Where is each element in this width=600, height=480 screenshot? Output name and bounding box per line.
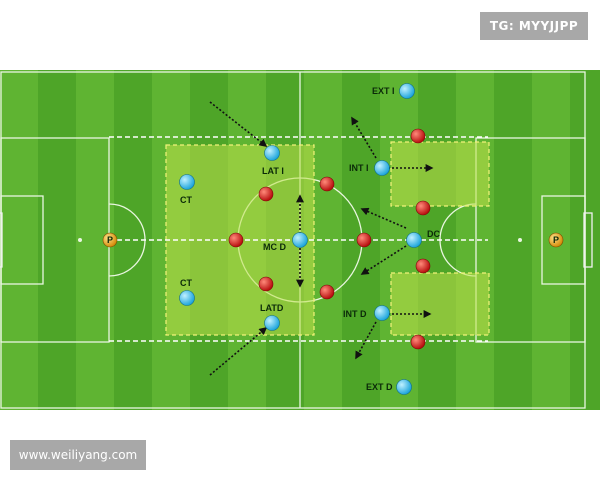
goalkeepers: P P — [102, 232, 564, 248]
player-dc — [406, 232, 422, 248]
player-ct-top — [179, 174, 195, 190]
red-player — [415, 200, 431, 216]
label-ct-bottom: CT — [180, 278, 192, 288]
label-lat-i: LAT I — [262, 166, 284, 176]
red-player — [258, 186, 274, 202]
red-player — [319, 176, 335, 192]
player-latd — [264, 315, 280, 331]
arrow-dc-down — [360, 245, 407, 275]
player-labels: EXT I LAT I INT I CT MC D DC CT LATD INT… — [180, 86, 440, 392]
goalkeeper-right-label: P — [553, 235, 559, 245]
label-int-i: INT I — [349, 163, 369, 173]
goalkeeper-right — [548, 232, 564, 248]
label-dc: DC — [427, 229, 440, 239]
goalkeeper-left-label: P — [107, 235, 113, 245]
zone-right-bottom — [390, 272, 490, 336]
label-latd: LATD — [260, 303, 284, 313]
blue-players — [179, 83, 422, 395]
label-ext-d: EXT D — [366, 382, 393, 392]
arrow-int-d-down — [355, 321, 377, 360]
label-int-d: INT D — [343, 309, 367, 319]
watermark-badge: www.weiliyang.com — [10, 440, 146, 470]
red-player — [410, 128, 426, 144]
player-ext-i — [399, 83, 415, 99]
red-players — [228, 128, 431, 350]
soccer-pitch: P P EXT I LAT I INT I CT MC D DC CT LATD… — [0, 70, 600, 410]
red-player — [415, 258, 431, 274]
label-mc-d: MC D — [263, 242, 286, 252]
red-player — [410, 334, 426, 350]
tag-badge: TG: MYYJJPP — [480, 12, 588, 40]
player-mc-d — [292, 232, 308, 248]
label-ext-i: EXT I — [372, 86, 395, 96]
red-player — [258, 276, 274, 292]
arrow-latd — [209, 326, 268, 376]
player-int-d — [374, 305, 390, 321]
zone-right-top — [390, 141, 490, 207]
red-player — [228, 232, 244, 248]
player-int-i — [374, 160, 390, 176]
red-player — [319, 284, 335, 300]
player-lat-i — [264, 145, 280, 161]
player-ct-bottom — [179, 290, 195, 306]
red-player — [356, 232, 372, 248]
label-ct-top: CT — [180, 195, 192, 205]
goalkeeper-left — [102, 232, 118, 248]
player-ext-d — [396, 379, 412, 395]
